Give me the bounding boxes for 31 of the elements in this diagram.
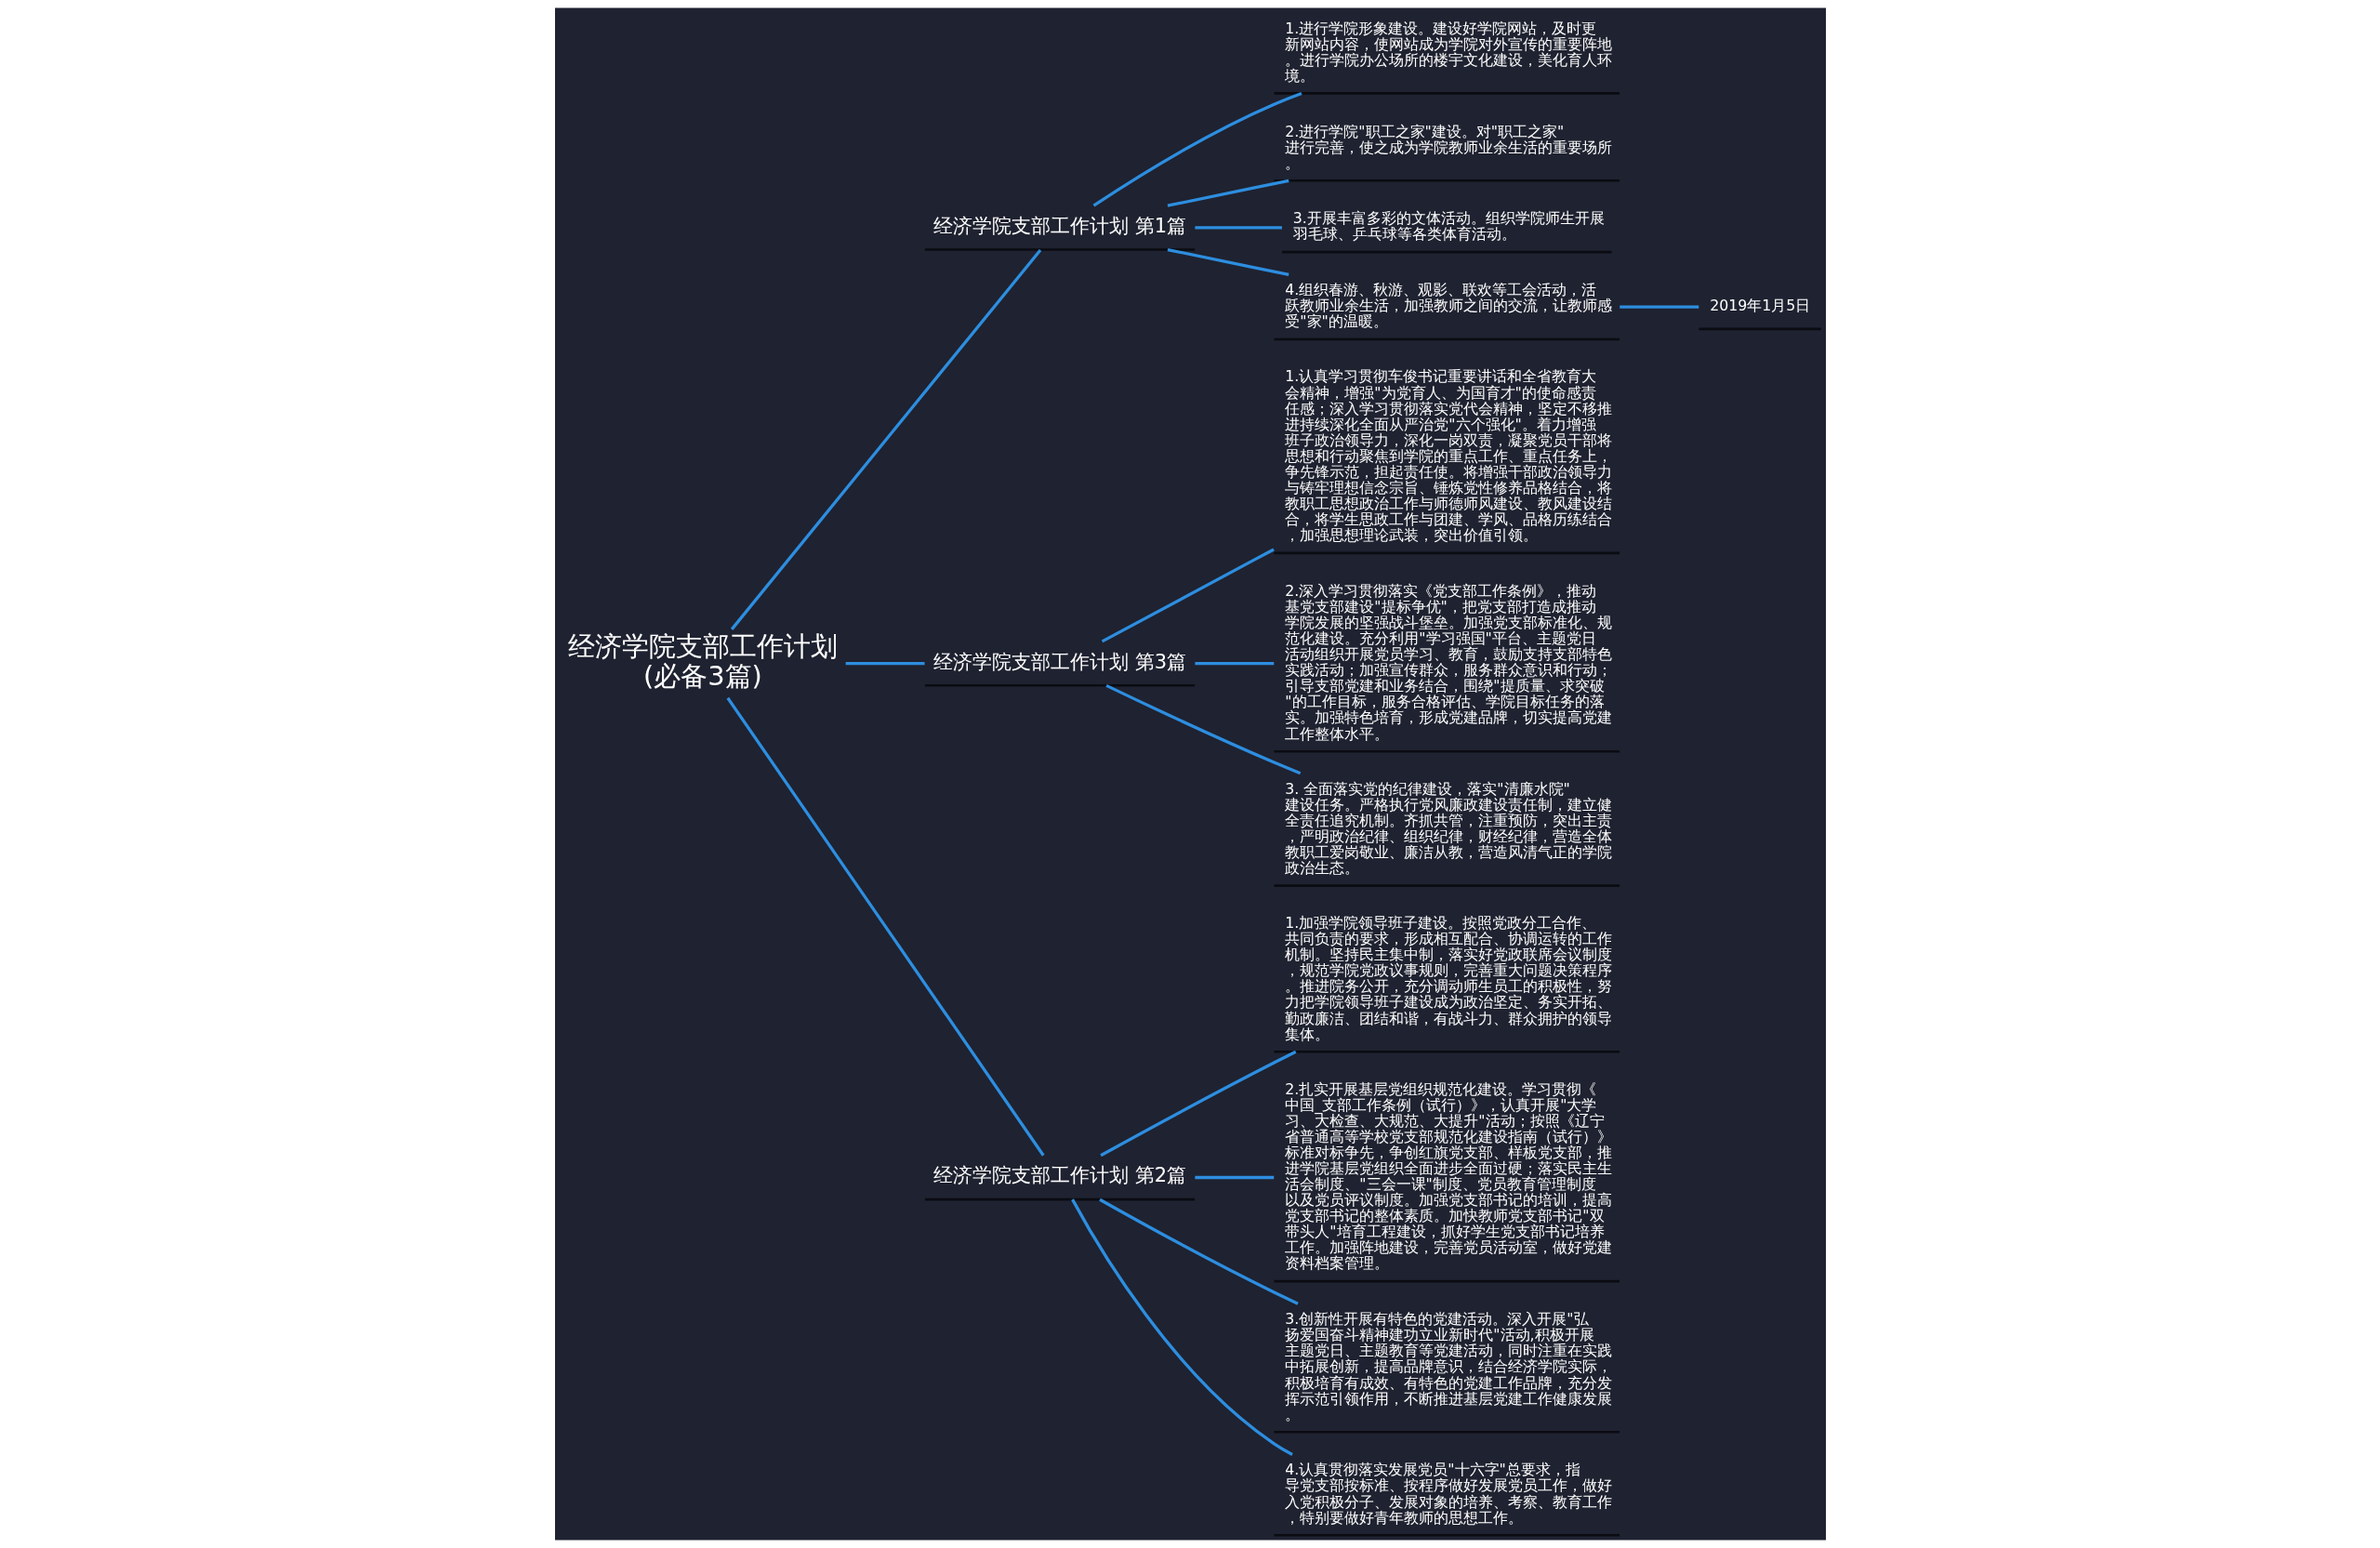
connector xyxy=(1092,91,1302,207)
connector xyxy=(1194,1175,1274,1180)
connector xyxy=(1619,305,1699,309)
connector xyxy=(845,662,925,666)
connector xyxy=(1098,1197,1299,1305)
node-text: 经济学院支部工作计划 第1篇 xyxy=(932,213,1186,237)
node-text: 3.创新性开展有特色的党建活动。深入开展"弘扬爱国奋斗精神建功立业新时代"活动,积极开展主题党日、主题教育等党建活动，同时注重在实践中拓展创新，提高品牌意识，结合经济学院实际，积极培育有成效、有特色的党建工作品牌，充分发挥示范引领作用，不断推进基层党建工作健康发展。 xyxy=(1284,1310,1612,1423)
node-text: 4.认真贯彻落实发展党员"十六字"总要求，指导党支部按标准、按程序做好发展党员工作，做好入党积极分子、发展对象的培养、考察、教育工作，特别要做好青年教师的思想工作。 xyxy=(1284,1461,1612,1527)
connector xyxy=(730,248,1041,630)
connector xyxy=(726,696,1045,1157)
node-text: 3. 全面落实党的纪律建设，落实"清廉水院"建设任务。严格执行党风廉政建设责任制，建立健全责任追究机制。齐抓共管，注重预防，突出主责，严明政治纪律、组织纪律，财经纪律，营造全体教职工爱岗敬业、廉洁从教，营造风清气正的学院政治生态。 xyxy=(1284,779,1612,877)
connector xyxy=(1104,683,1301,775)
node-text: 2.进行学院"职工之家"建设。对"职工之家"进行完善，使之成为学院教师业余生活的重要场所。 xyxy=(1284,122,1612,172)
connector xyxy=(1099,1050,1296,1158)
connector xyxy=(1194,662,1274,666)
node-text: 2.扎实开展基层党组织规范化建设。学习贯彻《中国_支部工作条例（试行）》，认真开展"大学习、大检查、大规范、大提升"活动；按照《辽宁省普通高等学校党支部规范化建设指南（试行）》标准对标争先，争创红旗党支部、样板党支部，推进学院基层党组织全面进步全面过硬；落实民主生活会制度、"三会一课"制度、党员教育管理制度以及党员评议制度。加强党支部书记的培训，提高党支部书记的整体素质。加快教师党支部书记"双带头人"培育工程建设，抓好学生党支部书记培养工作。加强阵地建设，完善党员活动室，做好党建资料档案管理。 xyxy=(1284,1079,1612,1273)
node-text: 4.组织春游、秋游、观影、联欢等工会活动，活跃教师业余生活，加强教师之间的交流，让教师感受"家"的温暖。 xyxy=(1284,281,1612,331)
node-text: 1.加强学院领导班子建设。按照党政分工合作、共同负责的要求，形成相互配合、协调运转的工作机制。坚持民主集中制，落实好党政联席会议制度，规范学院党政议事规则，完善重大问题决策程序。推进院务公开，充分调动师生员工的积极性，努力把学院领导班子建设成为政治坚定、务实开拓、勤政廉洁、团结和谐，有战斗力、群众拥护的领导集体。 xyxy=(1284,914,1612,1043)
node-text: 1.认真学习贯彻车俊书记重要讲话和全省教育大会精神，增强"为党育人、为国育才"的使命感责任感；深入学习贯彻落实党代会精神，坚定不移推进持续深化全面从严治党"六个强化"。着力增强班子政治领导力，深化一岗双责，凝聚党员干部将思想和行动聚焦到学院的重点工作、重点任务上，争先锋示范，担起责任使。将增强干部政治领导力与铸牢理想信念宗旨、锤炼党性修养品格结合，将教职工思想政治工作与师德师风建设、教风建设结合，将学生思政工作与团建、学风、品格历练结合，加强思想理论武装，突出价值引领。 xyxy=(1284,367,1612,545)
connector xyxy=(1167,179,1289,207)
connector xyxy=(1194,226,1282,230)
connector xyxy=(1167,247,1289,276)
node-text: 经济学院支部工作计划 第3篇 xyxy=(932,649,1186,673)
node-text: 2019年1月5日 xyxy=(1709,297,1810,315)
connector xyxy=(1101,548,1275,643)
node-text: 经济学院支部工作计划 第2篇 xyxy=(932,1163,1186,1187)
node-text: 1.进行学院形象建设。建设好学院网站，及时更新网站内容，使网站成为学院对外宣传的重要阵地。进行学院办公场所的楼宇文化建设，美化育人环境。 xyxy=(1284,19,1612,85)
connector xyxy=(1070,1198,1293,1456)
node-text: 经济学院支部工作计划(必备3篇) xyxy=(567,630,838,692)
node-text: 2.深入学习贯彻落实《党支部工作条例》，推动基党支部建设"提标争优"，把党支部打造成推动学院发展的坚强战斗堡垒。加强党支部标准化、规范化建设。充分利用"学习强国"平台、主题党日活动组织开展党员学习、教育，鼓励支持支部特色实践活动；加强宣传群众，服务群众意识和行动；引导支部党建和业务结合，围绕"提质量、求突破"的工作目标，服务合格评估、学院目标任务的落实。加强特色培育，形成党建品牌，切实提高党建工作整体水平。 xyxy=(1284,581,1612,743)
node-text: 3.开展丰富多彩的文体活动。组织学院师生开展羽毛球、乒乓球等各类体育活动。 xyxy=(1292,209,1605,244)
